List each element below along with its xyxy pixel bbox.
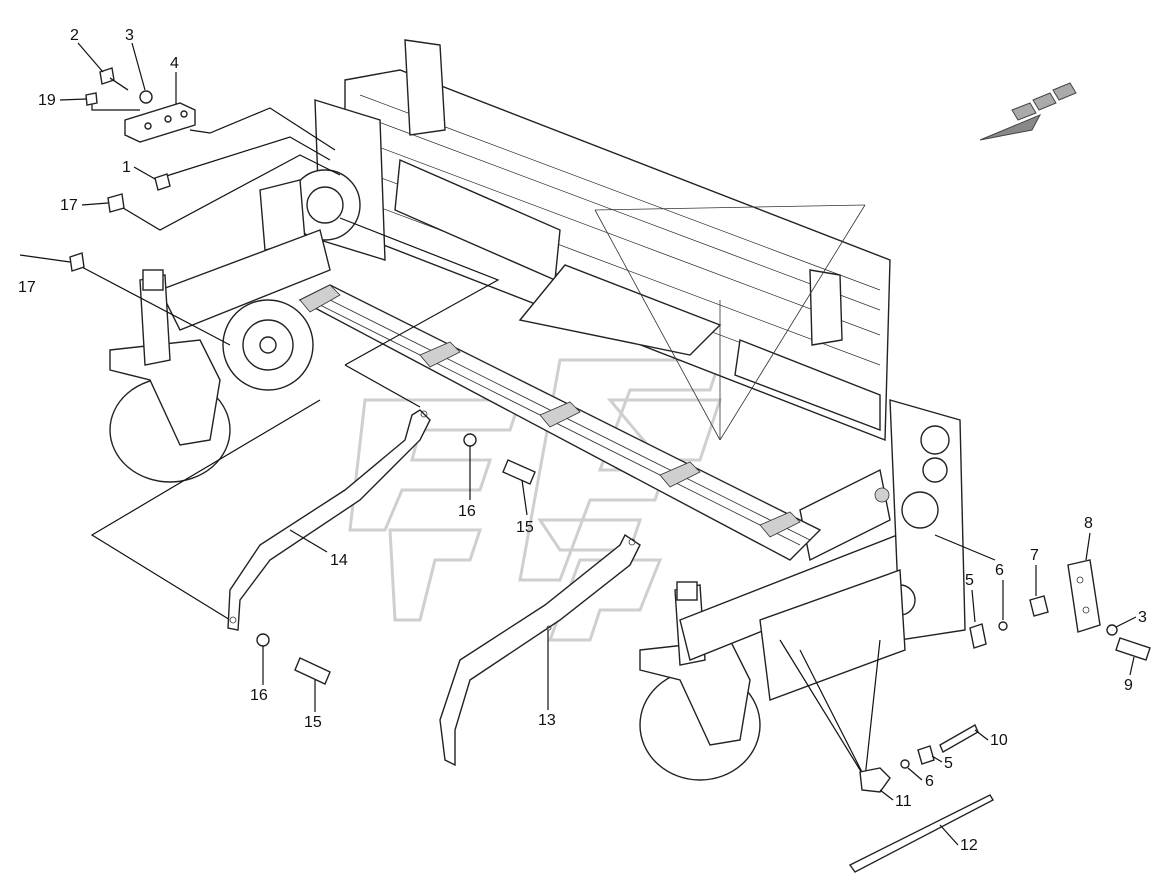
bolt-15-upper xyxy=(502,459,536,485)
rotor-knives xyxy=(298,284,822,561)
bolt-15-lower xyxy=(294,657,331,685)
bolt-9 xyxy=(1115,637,1151,661)
washer-16-upper xyxy=(463,433,477,447)
callout-16: 16 xyxy=(250,687,268,704)
washer-6-upper xyxy=(998,621,1008,631)
nut-1 xyxy=(154,173,171,191)
callout-10: 10 xyxy=(990,732,1008,749)
left-wheel-assembly xyxy=(109,269,231,483)
callouts: 2 3 4 19 1 17 17 16 15 14 16 15 13 6 5 7… xyxy=(18,27,1147,854)
machine-frame xyxy=(344,39,891,442)
callout-5: 5 xyxy=(944,755,953,772)
callout-6: 6 xyxy=(925,773,934,790)
callout-15: 15 xyxy=(516,519,534,536)
washer-16-lower xyxy=(256,633,270,647)
clip-19 xyxy=(85,92,98,106)
callout-3: 3 xyxy=(125,27,134,44)
fitting-7 xyxy=(1029,595,1049,617)
nut-5-lower xyxy=(917,745,935,765)
callout-5: 5 xyxy=(965,572,974,589)
callout-16: 16 xyxy=(458,503,476,520)
elbow-fitting-11 xyxy=(859,767,891,793)
pin-10 xyxy=(939,724,979,753)
callout-7: 7 xyxy=(1030,547,1039,564)
nut-17-top xyxy=(107,193,125,213)
nut-5-upper xyxy=(969,623,987,649)
callout-9: 9 xyxy=(1124,677,1133,694)
washer-3-right xyxy=(1106,624,1118,636)
callout-11: 11 xyxy=(895,793,912,810)
block-8 xyxy=(1067,559,1101,633)
callout-13: 13 xyxy=(538,712,556,729)
callout-19: 19 xyxy=(38,92,56,109)
callout-4: 4 xyxy=(170,55,179,72)
washer-3-top xyxy=(139,90,153,104)
callout-14: 14 xyxy=(330,552,348,569)
nut-17-left xyxy=(69,252,85,272)
leader-lines xyxy=(19,100,881,781)
callout-17: 17 xyxy=(18,279,36,296)
skid-13 xyxy=(439,533,641,767)
callout-6: 6 xyxy=(995,562,1004,579)
callout-1: 1 xyxy=(122,159,131,176)
left-end-assembly xyxy=(159,99,386,391)
callout-3: 3 xyxy=(1138,609,1147,626)
cable-tie-12 xyxy=(848,794,994,873)
callout-2: 2 xyxy=(70,27,79,44)
direction-arrow-icon xyxy=(979,82,1077,141)
callout-12: 12 xyxy=(960,837,978,854)
callout-15: 15 xyxy=(304,714,322,731)
callout-17: 17 xyxy=(60,197,78,214)
callout-8: 8 xyxy=(1084,515,1093,532)
skid-14 xyxy=(227,409,431,631)
bolt-2 xyxy=(99,67,129,91)
bracket-4 xyxy=(124,102,196,143)
right-wheel-assembly xyxy=(639,529,916,781)
callout-pointers xyxy=(59,42,1137,846)
washer-6-lower xyxy=(900,759,910,769)
